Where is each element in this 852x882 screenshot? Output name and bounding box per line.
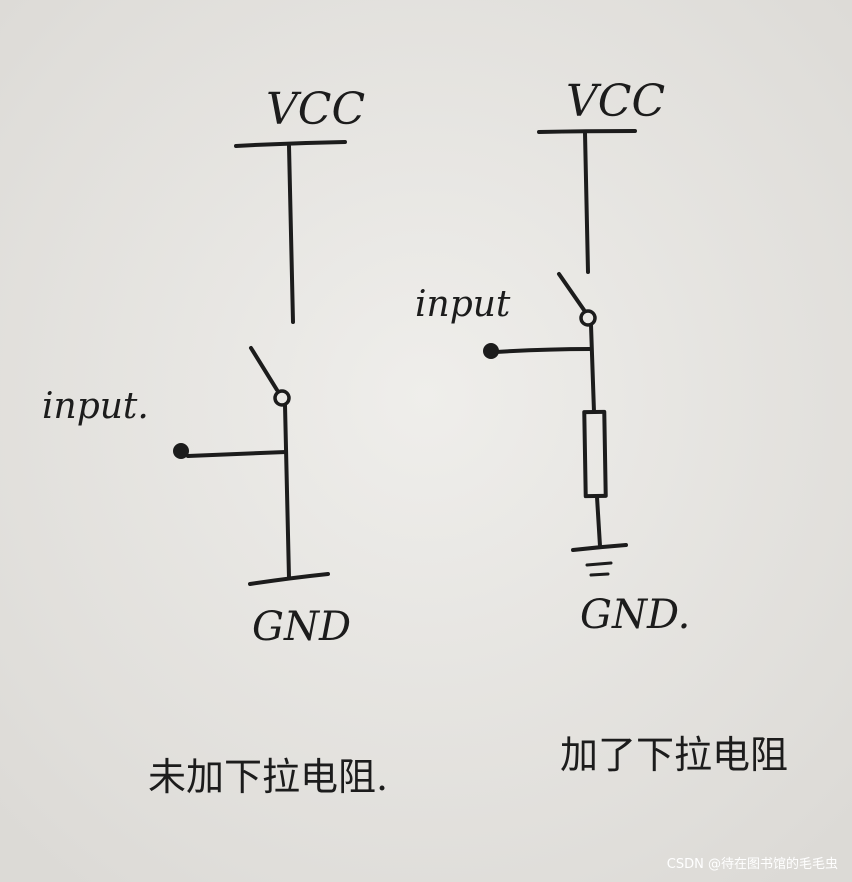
left-input-terminal <box>173 443 189 459</box>
left-ground-wire <box>283 403 291 580</box>
right-wire-to-resistor <box>589 323 596 414</box>
right-caption: 加了下拉电阻 <box>560 733 788 777</box>
left-ground-rail <box>248 572 330 586</box>
right-ground-wire <box>595 495 602 548</box>
left-input-wire <box>186 450 288 458</box>
right-circuit: VCC input GND. 加了下拉电阻 <box>415 76 788 777</box>
left-input-label: input. <box>42 386 149 427</box>
right-vcc-wire <box>583 131 590 274</box>
right-ground-line-2 <box>585 561 613 567</box>
right-gnd-label: GND. <box>580 592 690 638</box>
watermark: CSDN @待在图书馆的毛毛虫 <box>667 856 838 872</box>
right-ground-rail <box>571 543 628 552</box>
left-vcc-label: VCC <box>266 84 365 135</box>
right-switch-contact <box>579 309 597 327</box>
right-input-label: input <box>415 284 511 325</box>
left-gnd-label: GND <box>252 604 351 650</box>
right-ground-line-3 <box>589 572 610 577</box>
left-switch-contact <box>273 389 291 407</box>
left-caption: 未加下拉电阻. <box>148 755 388 799</box>
left-vcc-rail <box>234 140 347 148</box>
left-switch-blade <box>249 346 279 392</box>
left-circuit: VCC input. GND 未加下拉电阻. <box>42 84 388 799</box>
left-vcc-wire <box>287 144 295 324</box>
right-input-terminal <box>483 343 499 359</box>
right-vcc-rail <box>537 129 637 134</box>
right-switch-blade <box>557 272 586 312</box>
right-vcc-label: VCC <box>566 76 665 127</box>
right-input-wire <box>494 347 592 354</box>
